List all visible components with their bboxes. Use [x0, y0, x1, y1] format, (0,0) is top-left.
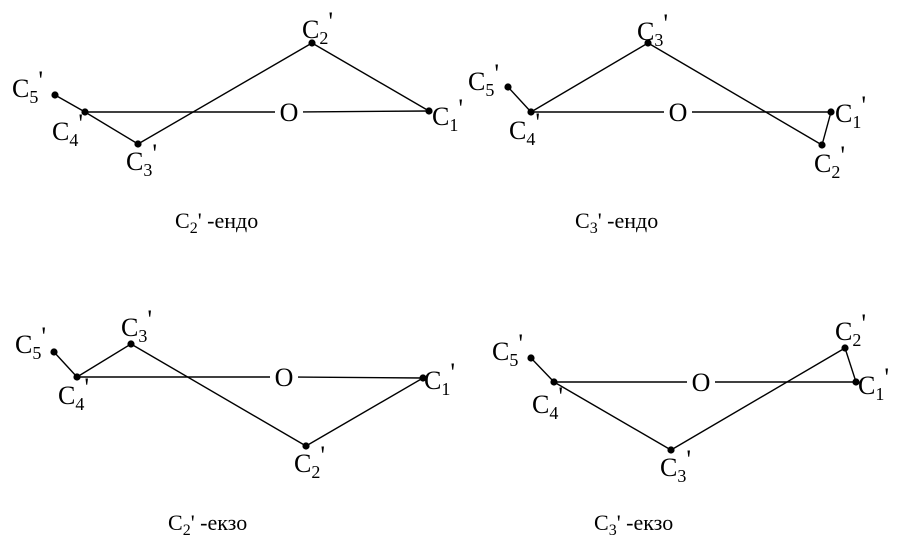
bond-c3-c2: [130, 343, 307, 447]
atom-label-c2: C2': [302, 7, 333, 48]
atom-dot-c1: [827, 108, 835, 116]
atom-label-c1: C1': [835, 91, 866, 132]
atom-label-c1: C1': [432, 94, 463, 135]
bond-c2-c1: [305, 377, 424, 447]
bond-c2-c1: [844, 347, 857, 383]
atom-dot-c4: [550, 378, 558, 386]
bond-c2-c1: [311, 42, 430, 112]
bond-c3-c2: [137, 42, 313, 145]
atom-dot-c3: [644, 39, 652, 47]
bond-c3-c2: [647, 42, 823, 146]
atom-dot-c2: [302, 442, 310, 450]
atom-dot-c4: [527, 108, 535, 116]
atom-label-c4: C4': [58, 373, 89, 414]
atom-dot-c3: [667, 446, 675, 454]
oxygen-label: O: [692, 368, 711, 397]
bond-c4-c3: [530, 42, 649, 113]
atom-label-c2: C2': [814, 141, 845, 182]
atom-dot-c1: [419, 374, 427, 382]
atom-dot-c2: [818, 141, 826, 149]
atom-dot-c2: [308, 39, 316, 47]
panel-c2-endo: O C1' C2' C3' C4' C5' C2' -ендо: [12, 7, 463, 237]
atom-dot-c4: [81, 108, 89, 116]
bond-c2-c1: [821, 111, 832, 146]
atom-label-c5: C5': [468, 59, 499, 100]
caption-c2-exo: C2' -екзо: [168, 510, 247, 539]
atom-label-c2: C2': [294, 441, 325, 482]
bond-c1-O: [302, 110, 430, 113]
atom-label-c4: C4': [532, 382, 563, 423]
atom-dot-c4: [73, 373, 81, 381]
atom-dot-c1: [425, 107, 433, 115]
atom-dot-c1: [852, 378, 860, 386]
caption-c3-exo: C3' -екзо: [594, 510, 673, 539]
atom-dot-c3: [134, 140, 142, 148]
atom-dot-c2: [841, 344, 849, 352]
atom-dot-c3: [127, 340, 135, 348]
bond-c5-c4: [530, 357, 555, 383]
atom-label-c1: C1': [424, 358, 455, 399]
panel-c2-exo: O C1' C2' C3' C4' C5' C2' -екзо: [15, 305, 455, 539]
bond-c5-c4: [53, 351, 78, 378]
atom-label-c4: C4': [52, 109, 83, 150]
atom-label-c5: C5': [12, 66, 43, 107]
panel-c3-exo: O C1' C2' C3' C4' C5' C3' -екзо: [492, 309, 889, 539]
bond-c3-c2: [670, 347, 846, 451]
atom-label-c3: C3': [637, 9, 668, 50]
atom-label-c4: C4': [509, 108, 540, 149]
oxygen-label: O: [280, 98, 299, 127]
atom-dot-c5: [50, 348, 58, 356]
atom-label-c2: C2': [835, 309, 866, 350]
atom-label-c1: C1': [858, 363, 889, 404]
atom-label-c3: C3': [660, 445, 691, 486]
atom-dot-c5: [51, 91, 59, 99]
atom-label-c3: C3': [126, 139, 157, 180]
atom-label-c5: C5': [492, 329, 523, 370]
atom-label-c3: C3': [121, 305, 152, 346]
atom-dot-c5: [504, 83, 512, 91]
bond-c4-c3: [84, 111, 139, 145]
atom-dot-c5: [527, 354, 535, 362]
panel-c3-endo: O C1' C2' C3' C4' C5' C3' -ендо: [468, 9, 866, 237]
caption-c3-endo: C3' -ендо: [575, 208, 658, 237]
atom-label-c5: C5': [15, 322, 46, 363]
oxygen-label: O: [275, 363, 294, 392]
bond-c1-O: [297, 376, 424, 379]
caption-c2-endo: C2' -ендо: [175, 208, 258, 237]
bond-c5-c4: [507, 86, 532, 113]
bond-c4-c3: [76, 343, 132, 378]
oxygen-label: O: [669, 98, 688, 127]
bond-c4-c3: [553, 381, 672, 451]
bond-c5-c4: [54, 94, 86, 113]
